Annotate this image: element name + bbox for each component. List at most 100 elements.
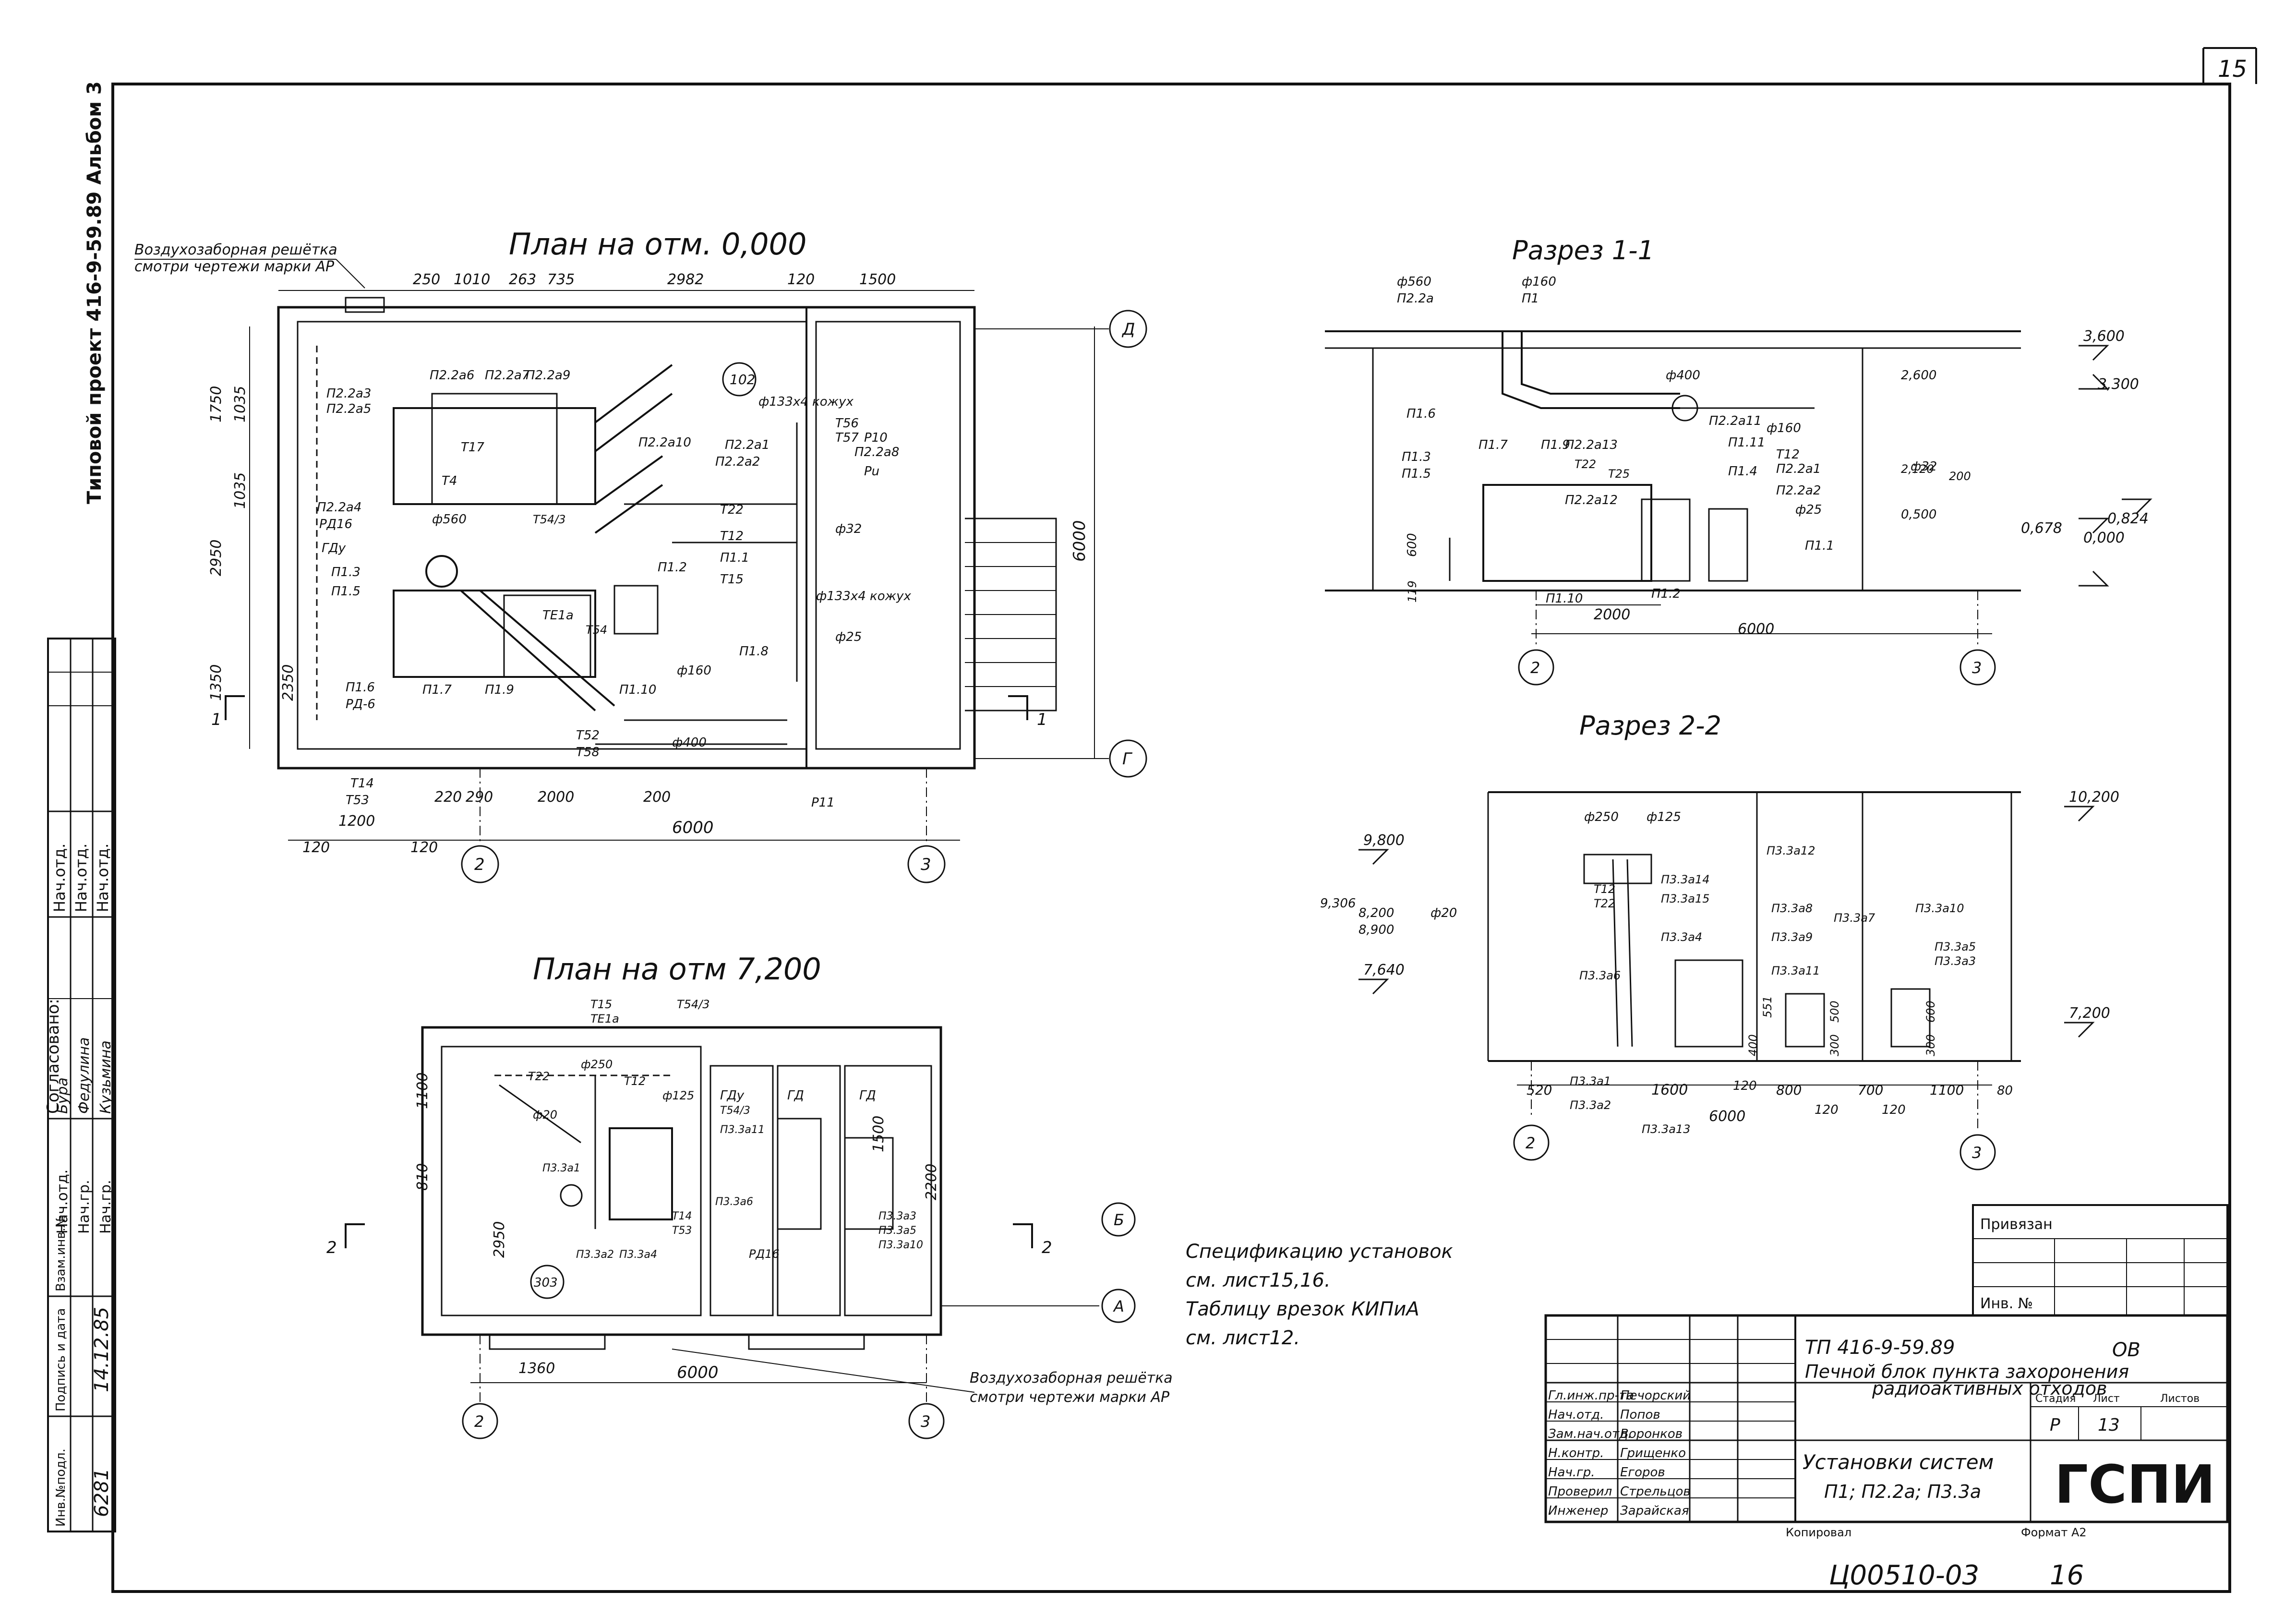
plan-0-dim-bottom-3: 2000: [538, 789, 574, 806]
stamp-replace-label: Взам.инв.№: [54, 1215, 68, 1291]
plan-0-label: П2.2а2: [715, 455, 760, 469]
section-1-label: П1.7: [1479, 438, 1508, 452]
section-1-label: ф25: [1795, 503, 1822, 517]
section-1-label: ф160: [1767, 421, 1801, 435]
plan-0-label: Р11: [811, 796, 835, 810]
section-1-label: П1.10: [1546, 591, 1583, 606]
section-1-drawing: [1325, 330, 2152, 686]
section-1-label: Т22: [1575, 458, 1596, 471]
section-2-level: 10,200: [2069, 789, 2119, 806]
section-2-label: П3.3а6: [1579, 969, 1621, 982]
plan-0-label: ф160: [677, 663, 711, 678]
plan-7200-label: П3.3а5: [878, 1225, 916, 1237]
section-1-label: П1.9: [1541, 438, 1570, 452]
plan-0-label: Рu: [864, 464, 879, 479]
section-1-title: Разрез 1-1: [1512, 235, 1654, 265]
title-sheet-label: Лист: [2093, 1393, 2120, 1405]
plan-0-dim-top-6: 120: [787, 271, 815, 288]
stamp-row-role-2: Нач.гр.: [76, 1180, 93, 1234]
plan-0-label: П1.6: [346, 680, 375, 695]
section-1-axis-3: 3: [1972, 659, 1982, 677]
section-2-level: 7,640: [1363, 962, 1405, 978]
section-2-level: 9,800: [1363, 832, 1405, 849]
plan-0-drawing: [134, 259, 1147, 883]
section-2-label: П3.3а7: [1834, 911, 1875, 925]
section-1-label: П1.5: [1402, 467, 1431, 481]
stamp-inv-value: 6281: [91, 1468, 113, 1517]
plan-7200-label: ГДу: [720, 1088, 745, 1103]
plan-7200-drawing: [345, 1026, 1136, 1439]
plan-7200-label: П3.3а1: [542, 1162, 580, 1174]
plan-0-label: П2.2а7: [485, 368, 530, 383]
plan-7200-label: Т15: [590, 998, 612, 1011]
section-1-level: 0,678: [2021, 520, 2062, 537]
plan-0-label: П2.2а3: [326, 386, 371, 401]
section-1-label: ф400: [1666, 368, 1700, 383]
note-line-2: см. лист15,16.: [1186, 1269, 1331, 1291]
plan-0-label: П2.2а6: [430, 368, 474, 383]
section-1-label: П2.2а12: [1565, 493, 1618, 507]
title-block: [1544, 1314, 2229, 1523]
section-1-axis-2: 2: [1530, 659, 1540, 677]
stamp-row-role-3: Нач.гр.: [97, 1180, 114, 1234]
plan-0-label: П1.8: [739, 644, 769, 659]
section-2-label: П3.3а8: [1771, 902, 1813, 915]
staff-name: Воронков: [1620, 1427, 1683, 1441]
plan-0-dim-bottom-7: 120: [410, 839, 438, 856]
plan-7200-dim: 1360: [518, 1360, 555, 1377]
plan-0-label: П1.5: [331, 584, 361, 599]
plan-0-label: П1.3: [331, 565, 361, 579]
plan-7200-section-mark-right: 2: [1042, 1238, 1052, 1257]
plan-7200-label: ГД: [787, 1088, 804, 1103]
plan-7200-dim: 2950: [491, 1221, 508, 1258]
stamp-row-role-1: Нач.отд.: [54, 1170, 71, 1234]
stamp-col-header-1: Нач.отд.: [50, 844, 69, 912]
section-2-label: П3.3а2: [1570, 1098, 1611, 1112]
stamp-sign-value: 14.12.85: [91, 1307, 113, 1392]
section-1-label: ф160: [1522, 275, 1556, 289]
stamp-row-name-3: Кузьмина: [97, 1040, 114, 1114]
plan-0-intake-note-1: Воздухозаборная решётка: [134, 241, 337, 258]
plan-7200-axis-3: 3: [921, 1412, 930, 1431]
stamp-col-header-3: Нач.отд.: [94, 844, 112, 912]
section-2-dim: 80: [1997, 1084, 2013, 1098]
note-line-3: Таблицу врезок КИПиА: [1186, 1298, 1419, 1320]
plan-7200-title: План на отм 7,200: [533, 952, 821, 987]
section-2-label: П3.3а15: [1661, 892, 1709, 905]
plan-0-intake-note-2: смотри чертежи марки АР: [134, 258, 335, 275]
plan-0-axis-3: 3: [921, 855, 931, 874]
sheet-frame: [111, 47, 2257, 1593]
section-1-level: 3,300: [2098, 376, 2139, 393]
plan-0-dim-bottom-8: 1200: [338, 813, 375, 830]
binding-block: [1972, 1204, 2228, 1316]
section-2-dim: 120: [1733, 1079, 1757, 1093]
section-1-label: ф560: [1397, 275, 1431, 289]
plan-7200-label: Т54/3: [677, 998, 710, 1011]
plan-0-label: П2.2а9: [526, 368, 570, 383]
plan-7200-section-mark-left: 2: [326, 1238, 337, 1257]
section-1-label: Т12: [1776, 447, 1800, 462]
plan-7200-label: П3.3а6: [715, 1196, 753, 1208]
plan-0-dim-top-1: 250: [413, 271, 440, 288]
plan-0-label: Т56: [835, 416, 859, 431]
plan-0-right-dim: 6000: [1070, 520, 1089, 562]
section-2-label: ф125: [1647, 810, 1681, 824]
staff-role: Проверил: [1548, 1484, 1612, 1499]
section-1-label: П1: [1522, 291, 1539, 306]
section-2-level: 9,306: [1320, 896, 1356, 911]
section-1-label: П1.1: [1805, 539, 1834, 553]
plan-0-dim-top-2: 1010: [454, 271, 490, 288]
section-2-dim: 520: [1527, 1082, 1552, 1098]
plan-0-label: РД-6: [346, 697, 375, 712]
section-2-label: П3.3а5: [1935, 940, 1976, 953]
plan-0-label: Т15: [720, 572, 744, 587]
section-1-label: П1.6: [1406, 407, 1436, 421]
left-stamp: [47, 638, 116, 1532]
plan-7200-label: П3.3а10: [878, 1239, 923, 1251]
binding-inv: Инв. №: [1980, 1295, 2033, 1312]
plan-0-dim-bottom-5: 6000: [672, 818, 714, 837]
plan-0-label: П2.2а4: [317, 500, 361, 515]
plan-0-label: ф133х4 кожух: [758, 395, 853, 409]
section-2-axis-3: 3: [1972, 1144, 1982, 1162]
